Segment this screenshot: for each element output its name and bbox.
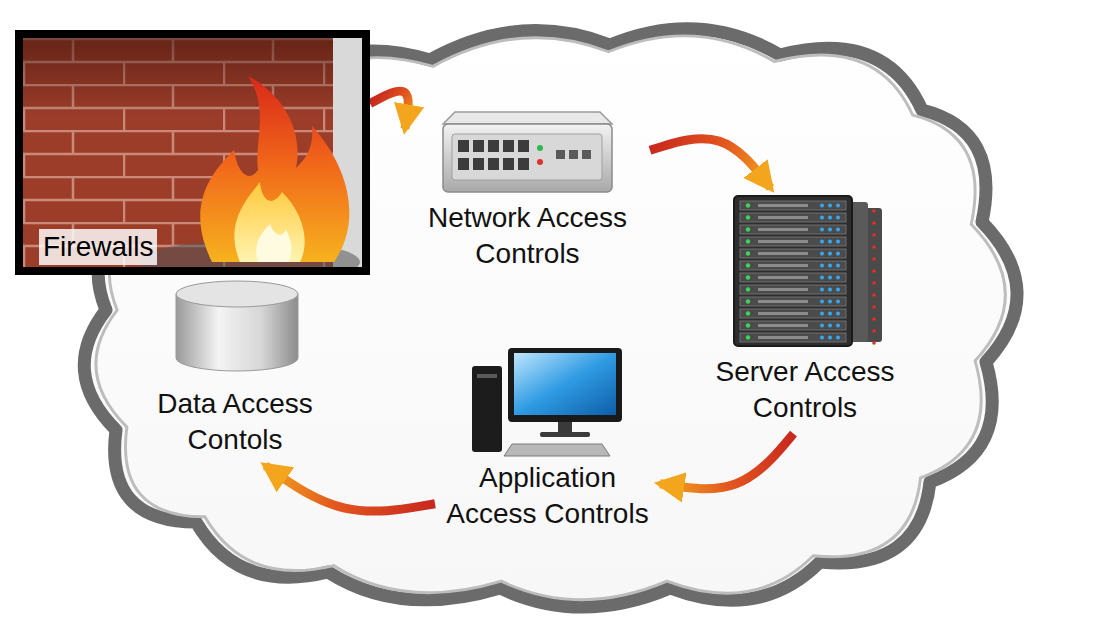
network-switch-icon xyxy=(443,112,612,192)
firewall-box: Firewalls xyxy=(15,30,370,275)
flow-arrow xyxy=(660,434,794,489)
node-label: Data Access Contols xyxy=(140,386,330,458)
firewall-picture xyxy=(23,38,362,267)
network-node: Network Access Controls xyxy=(405,100,650,280)
application-node: Application Access Controls xyxy=(435,340,660,540)
data-node: Data Access Contols xyxy=(140,280,330,466)
flow-arrow xyxy=(650,139,771,188)
database-icon xyxy=(176,281,298,371)
node-label: Firewalls xyxy=(39,229,157,265)
computer-icon xyxy=(472,348,622,456)
node-label: Network Access Controls xyxy=(405,200,650,272)
node-label: Application Access Controls xyxy=(435,460,660,532)
flow-arrow xyxy=(265,466,435,511)
server-rack-icon xyxy=(734,196,882,346)
node-label: Server Access Controls xyxy=(690,354,920,426)
server-node: Server Access Controls xyxy=(690,188,920,434)
flow-arrow xyxy=(370,91,408,129)
